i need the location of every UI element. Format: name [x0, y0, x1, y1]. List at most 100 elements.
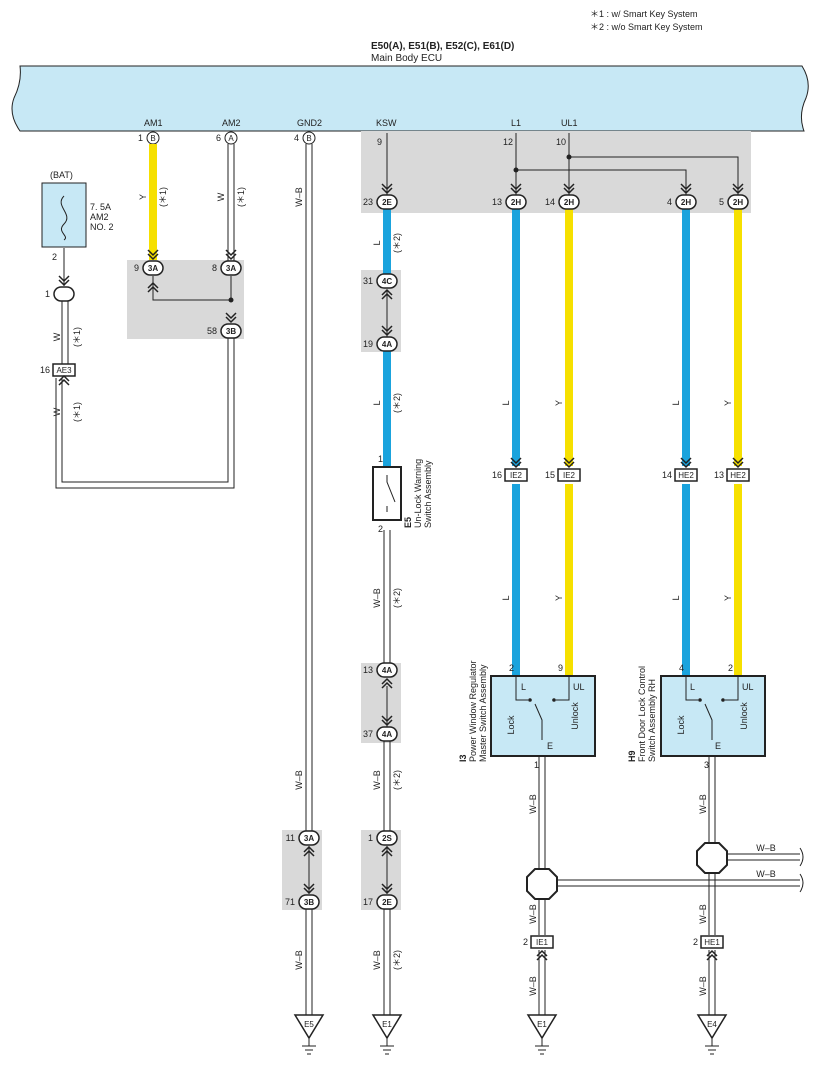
- connector-code: 4A: [382, 340, 392, 349]
- connector-code: 2E: [382, 898, 392, 907]
- note-2: ＊2 : w/o Smart Key System: [590, 22, 703, 32]
- wire-label-w5: W (＊1): [52, 327, 82, 347]
- wire-label-w9: Y: [554, 400, 564, 406]
- wire-color-label: W: [52, 407, 62, 416]
- splice-dot-am: [228, 297, 234, 303]
- connector-pin: 31: [363, 276, 373, 286]
- pin-am2-circle: [224, 131, 238, 145]
- connector-c1: 1: [45, 286, 75, 302]
- pin-am2-conn: A: [228, 134, 234, 143]
- wire-color-label: W–B: [756, 869, 776, 879]
- e5-line2: Switch Assembly: [423, 460, 433, 528]
- connector-code: 2S: [382, 834, 392, 843]
- wire-ul-rh-yellow-upper: [734, 208, 742, 466]
- connector-arrow-up: [706, 949, 718, 961]
- wire-label-w11: Y: [723, 400, 733, 406]
- wire-label-w2: W (＊1): [216, 187, 246, 207]
- e5-switch-box: [372, 466, 402, 521]
- i3-unlock-label: Unlock: [570, 702, 580, 730]
- wire-h9-e-lower: [708, 870, 716, 935]
- wire-label-w16: Y: [723, 595, 733, 601]
- connector-oval: [376, 336, 398, 352]
- connector-c3: 3A8: [212, 260, 242, 276]
- wire-e5-down-2: [383, 741, 391, 832]
- wire-l1-split: [515, 133, 687, 196]
- wire-color-label: W–B: [294, 187, 304, 207]
- wire-i3-e-lower: [538, 896, 546, 935]
- connector-c10: 2H5: [719, 194, 749, 210]
- wire-color-label: W–B: [294, 950, 304, 970]
- connector-pin: 13: [492, 197, 502, 207]
- wire-note-label: (＊1): [72, 327, 82, 347]
- i3-code: I3: [458, 754, 468, 762]
- wire-color-label: W: [52, 332, 62, 341]
- ground-triangle: [526, 1014, 558, 1040]
- h9-code: H9: [627, 750, 637, 762]
- junction-connector-1: [526, 868, 558, 900]
- connector-oval: [298, 894, 320, 910]
- connector-arrow-down: [303, 883, 315, 895]
- connector-oval: [376, 894, 398, 910]
- connector-rect: [504, 468, 528, 482]
- connector-code: HE2: [678, 471, 694, 480]
- wire-l1-blue-lower: [512, 484, 520, 676]
- connector-pin: 17: [363, 897, 373, 907]
- wire-color-label: W: [216, 192, 226, 201]
- connector-pin: 5: [719, 197, 724, 207]
- connector-code: 3A: [148, 264, 158, 273]
- connector-arrow-down: [732, 457, 744, 469]
- wire-color-label: Y: [554, 595, 564, 601]
- wire-label-w21: W–B: [756, 843, 776, 853]
- connector-arrow-down: [732, 183, 744, 195]
- wire-gnd2-lower: [305, 908, 313, 1015]
- pin-gnd2-name: GND2: [297, 118, 322, 128]
- connector-code: 3A: [226, 264, 236, 273]
- ground-triangle: [696, 1014, 728, 1040]
- connector-pin: 23: [363, 197, 373, 207]
- connector-arrow-down: [381, 325, 393, 337]
- ground-symbol: [380, 1038, 394, 1055]
- wire-color-label: W–B: [698, 794, 708, 814]
- wire-color-label: W–B: [294, 770, 304, 790]
- connector-oval: [142, 260, 164, 276]
- connector-code: 2E: [382, 198, 392, 207]
- wire-ul1-split: [568, 133, 739, 196]
- h9-line2: Switch Assembly RH: [647, 679, 657, 762]
- connector-c9: 2H4: [667, 194, 697, 210]
- wire-label-w19: W–B: [528, 794, 538, 814]
- connector-oval: [376, 830, 398, 846]
- pin-am2-name: AM2: [222, 118, 241, 128]
- wire-label-w28: W–B: [698, 976, 708, 996]
- junction-connector-2: [696, 842, 728, 874]
- h9-contact-lock: [698, 698, 702, 702]
- wire-label-w10: L: [671, 400, 681, 405]
- wire-e5-down-3: [383, 908, 391, 1015]
- wire-l1-blue-upper: [512, 208, 520, 466]
- double-wires: [55, 144, 804, 1015]
- i3-term-e: E: [547, 741, 553, 751]
- connector-code: 4A: [382, 666, 392, 675]
- wire-am2-w: [227, 144, 235, 262]
- wire-note-label: (＊1): [158, 187, 168, 207]
- wire-ksw-blue-1: [383, 208, 391, 280]
- wire-gnd2-upper: [305, 144, 313, 832]
- wire-note-label: (＊1): [236, 187, 246, 207]
- connector-code: 3B: [304, 898, 314, 907]
- fuse-number: NO. 2: [90, 222, 114, 232]
- connector-code: 2H: [511, 198, 521, 207]
- ground-code: E4: [707, 1020, 717, 1029]
- e5-pin-bottom: 2: [378, 524, 383, 534]
- i3-switch-box: [490, 675, 596, 757]
- pin-ul1-name: UL1: [561, 118, 578, 128]
- h9-switch-box: [660, 675, 766, 757]
- h9-line1: Front Door Lock Control: [637, 666, 647, 762]
- wire-color-label: Y: [723, 595, 733, 601]
